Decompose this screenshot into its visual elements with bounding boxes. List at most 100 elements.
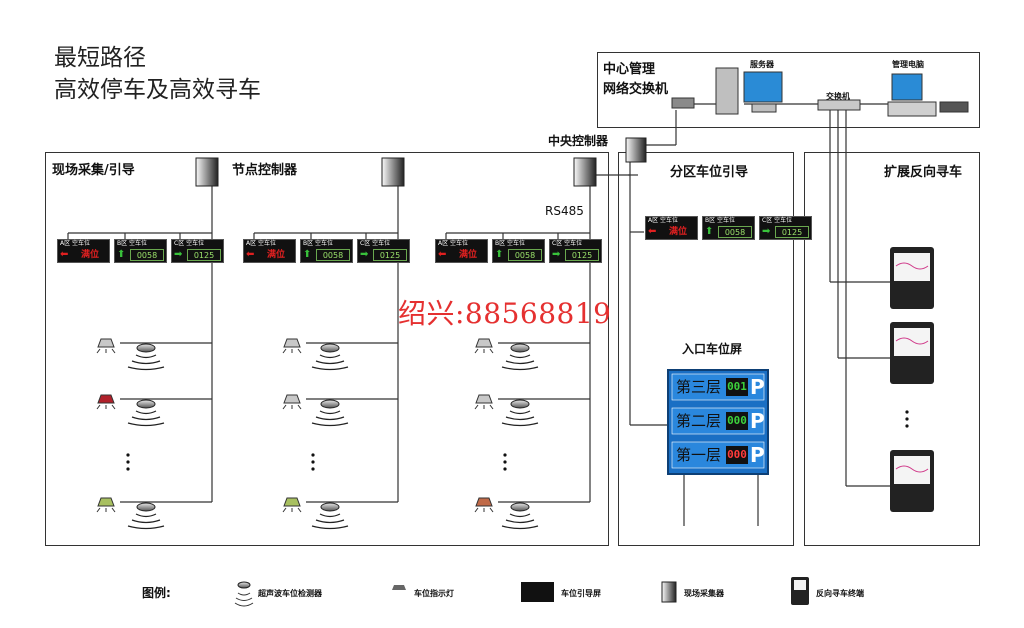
up-arrow-icon: ⬆ bbox=[705, 226, 714, 237]
parking-p-icon: P bbox=[750, 375, 765, 399]
guide-sign-b: B区 空车位⬆0058 bbox=[300, 239, 353, 263]
guide-sign-zone-label: C区 空车位 bbox=[552, 240, 583, 247]
entrance-level-count: 000 bbox=[727, 414, 747, 427]
admin-pc-icon bbox=[891, 73, 923, 101]
parking-p-icon: P bbox=[750, 409, 765, 433]
node-controller-label: 节点控制器 bbox=[232, 163, 298, 178]
guide-sign-value: 0125 bbox=[187, 249, 221, 261]
ultrasonic-sensor-icon bbox=[320, 502, 340, 512]
collector-box-1 bbox=[195, 157, 219, 187]
indicator-lamp-icon bbox=[475, 394, 493, 404]
guide-sign-value: 0058 bbox=[508, 249, 542, 261]
guide-sign-zone-label: C区 空车位 bbox=[762, 217, 793, 224]
legend-icons bbox=[234, 577, 809, 607]
field-devices bbox=[96, 338, 539, 530]
ultrasonic-sensor-icon bbox=[510, 399, 530, 409]
legend-title: 图例: bbox=[142, 586, 171, 600]
collector-box-2 bbox=[381, 157, 405, 187]
guide-sign-a: A区 空车位 ⬅ 满位 bbox=[435, 239, 488, 263]
ultrasonic-sensor-icon bbox=[510, 502, 530, 512]
left-arrow-icon: ⬅ bbox=[438, 249, 447, 260]
guide-sign-zone-label: C区 空车位 bbox=[174, 240, 205, 247]
center-title: 中心管理 bbox=[603, 62, 656, 77]
title-line1: 最短路径 bbox=[54, 45, 146, 71]
guide-sign-zone-label: C区 空车位 bbox=[360, 240, 391, 247]
left-arrow-icon: ⬅ bbox=[60, 249, 69, 260]
up-arrow-icon: ⬆ bbox=[117, 249, 126, 260]
entrance-level-name: 第二层 bbox=[676, 412, 722, 430]
ultrasonic-sensor-icon bbox=[320, 343, 340, 353]
guide-sign-value: 0058 bbox=[718, 226, 752, 238]
guide-sign-zone-label: B区 空车位 bbox=[705, 217, 736, 224]
guide-sign-a: A区 空车位⬅满位 bbox=[645, 216, 698, 240]
indicator-lamp-icon bbox=[97, 338, 115, 348]
guide-sign-a: A区 空车位 ⬅ 满位 bbox=[57, 239, 110, 263]
switch-label: 交换机 bbox=[826, 92, 850, 101]
right-arrow-icon: ➡ bbox=[360, 249, 369, 260]
title-line2: 高效停车及高效寻车 bbox=[54, 77, 261, 103]
up-arrow-icon: ⬆ bbox=[495, 249, 504, 260]
central-controller-label: 中央控制器 bbox=[548, 134, 609, 148]
indicator-lamp-icon bbox=[97, 497, 115, 507]
reverse-terminals bbox=[890, 247, 934, 512]
guide-sign-c: C区 空车位➡0125 bbox=[171, 239, 224, 263]
indicator-lamp-icon bbox=[283, 497, 301, 507]
admin-pc-label: 管理电脑 bbox=[892, 60, 924, 69]
network-switch-icon bbox=[671, 97, 695, 109]
guide-sign-zone-label: A区 空车位 bbox=[246, 240, 277, 247]
guide-sign-zone-label: A区 空车位 bbox=[60, 240, 91, 247]
ultrasonic-sensor-icon bbox=[320, 399, 340, 409]
right-arrow-icon: ➡ bbox=[552, 249, 561, 260]
guide-sign-zone-label: B区 空车位 bbox=[495, 240, 526, 247]
indicator-lamp-icon bbox=[283, 394, 301, 404]
central-controller-box bbox=[625, 137, 647, 163]
guide-sign-value: 0125 bbox=[373, 249, 407, 261]
legend-indicator: 车位指示灯 bbox=[414, 589, 454, 598]
legend-guide-screen: 车位引导屏 bbox=[561, 589, 601, 598]
entrance-sign bbox=[667, 369, 769, 475]
legend-ultrasonic: 超声波车位检测器 bbox=[258, 589, 322, 598]
collector-box-3 bbox=[573, 157, 597, 187]
ultrasonic-sensor-icon bbox=[136, 502, 156, 512]
rs485-label: RS485 bbox=[545, 204, 584, 218]
field-panel-title: 现场采集/引导 bbox=[52, 163, 135, 178]
entrance-screen-label: 入口车位屏 bbox=[682, 342, 743, 356]
indicator-lamp-icon bbox=[475, 497, 493, 507]
watermark-text: 绍兴:88568819 bbox=[398, 297, 612, 330]
up-arrow-icon: ⬆ bbox=[303, 249, 312, 260]
server-icon bbox=[715, 67, 739, 115]
guide-sign-value: 满位 bbox=[668, 227, 687, 237]
guide-sign-b: B区 空车位 ⬆ 0058 bbox=[492, 239, 545, 263]
legend-collector: 现场采集器 bbox=[684, 589, 724, 598]
switch-icon bbox=[817, 99, 861, 111]
entrance-level-count: 000 bbox=[727, 448, 747, 461]
ultrasonic-sensor-icon bbox=[510, 343, 530, 353]
guide-sign-c: C区 空车位➡0125 bbox=[759, 216, 812, 240]
indicator-lamp-icon bbox=[283, 338, 301, 348]
network-switch-label: 网络交换机 bbox=[603, 82, 669, 97]
guide-sign-zone-label: B区 空车位 bbox=[303, 240, 334, 247]
guide-sign-zone-label: A区 空车位 bbox=[438, 240, 469, 247]
guide-sign-c: C区 空车位 ➡ 0125 bbox=[357, 239, 410, 263]
diagram-title: 最短路径 高效停车及高效寻车 bbox=[54, 42, 261, 106]
indicator-lamp-icon bbox=[475, 338, 493, 348]
guide-sign-value: 0125 bbox=[565, 249, 599, 261]
reverse-panel-title: 扩展反向寻车 bbox=[884, 165, 963, 180]
guide-sign-value: 满位 bbox=[80, 250, 99, 260]
guide-sign-value: 满位 bbox=[458, 250, 477, 260]
parking-p-icon: P bbox=[750, 443, 765, 467]
guide-sign-c: C区 空车位 ➡ 0125 bbox=[549, 239, 602, 263]
indicator-lamp-icon bbox=[97, 394, 115, 404]
guide-sign-zone-label: B区 空车位 bbox=[117, 240, 148, 247]
left-arrow-icon: ⬅ bbox=[648, 226, 657, 237]
guide-sign-value: 0125 bbox=[775, 226, 809, 238]
entrance-level-name: 第一层 bbox=[676, 446, 722, 464]
ultrasonic-sensor-icon bbox=[136, 399, 156, 409]
guide-sign-b: B区 空车位 ⬆ 0058 bbox=[114, 239, 167, 263]
guide-sign-value: 0058 bbox=[130, 249, 164, 261]
ultrasonic-sensor-icon bbox=[136, 343, 156, 353]
zone-panel-title: 分区车位引导 bbox=[670, 165, 749, 180]
legend-terminal: 反向寻车终端 bbox=[816, 589, 864, 598]
entrance-level-name: 第三层 bbox=[676, 378, 722, 396]
